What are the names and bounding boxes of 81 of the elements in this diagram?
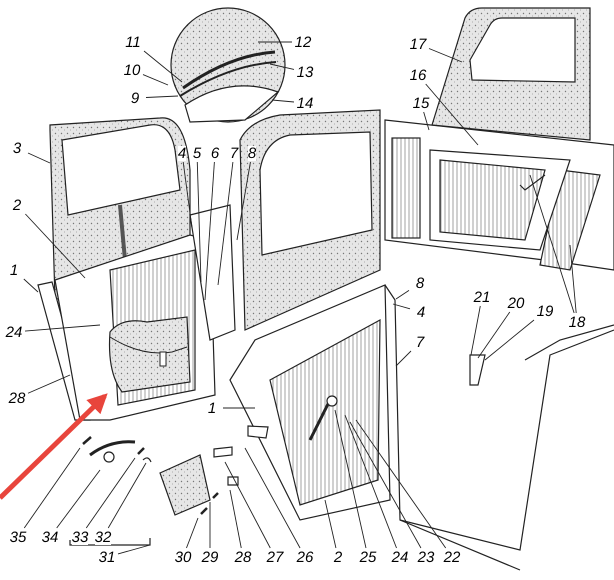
leader-line: [56, 470, 100, 528]
leader-line: [24, 324, 100, 332]
callout-number: 22: [444, 550, 460, 564]
leader-line: [224, 462, 271, 548]
leader-line: [324, 500, 336, 548]
callout-number: 6: [210, 146, 220, 160]
leader-line: [23, 278, 38, 292]
leader-line: [272, 100, 294, 102]
leader-line: [392, 304, 410, 310]
leader-line: [196, 162, 202, 282]
leader-line: [24, 214, 86, 278]
leader-line: [142, 74, 168, 86]
leader-line: [425, 84, 478, 146]
callout-number: 17: [410, 36, 426, 52]
callout-number: 21: [474, 290, 490, 304]
leader-line: [118, 544, 150, 554]
callout-number: 33: [72, 530, 88, 544]
callout-number: 27: [266, 550, 284, 564]
leader-line: [478, 312, 510, 358]
callout-number: 2: [334, 550, 342, 564]
callout-number: 23: [418, 550, 434, 564]
leader-line: [182, 162, 192, 228]
leader-line: [24, 448, 80, 528]
callout-number: 30: [174, 550, 192, 564]
leader-line: [230, 490, 242, 548]
callout-number: 28: [234, 550, 252, 564]
callout-number: 1: [208, 400, 216, 416]
leader-line: [244, 448, 300, 548]
leader-line: [270, 64, 294, 70]
callout-number: 18: [568, 314, 586, 330]
leader-line: [396, 290, 410, 300]
leader-line: [344, 414, 397, 548]
callout-number: 11: [125, 34, 141, 50]
leader-line: [334, 410, 366, 548]
leader-line: [356, 420, 446, 548]
callout-number: 7: [416, 334, 424, 350]
leader-line: [470, 306, 481, 356]
callout-number: 8: [416, 276, 424, 290]
callout-number: 35: [10, 530, 26, 544]
leader-line: [428, 48, 462, 62]
leader-line: [144, 50, 182, 82]
leader-line: [86, 458, 136, 528]
leader-line: [530, 174, 575, 314]
callout-number: 15: [412, 96, 430, 110]
arrow: [0, 393, 108, 500]
leader-line: [218, 162, 234, 286]
callout-number: 24: [6, 324, 22, 340]
leader-line: [396, 350, 412, 366]
callout-number: 13: [296, 64, 314, 80]
callout-number: 4: [416, 304, 426, 320]
leader-line: [423, 112, 430, 130]
callout-number: 20: [508, 296, 524, 310]
callout-number: 12: [294, 34, 312, 50]
callout-number: 5: [192, 146, 202, 160]
callout-number: 9: [130, 90, 140, 106]
callout-number: 14: [296, 96, 314, 110]
callout-number: 3: [12, 140, 22, 156]
callout-number: 10: [124, 62, 140, 78]
leader-line: [484, 320, 534, 360]
leader-line: [186, 518, 198, 548]
leader-line: [108, 462, 146, 528]
callout-number: 24: [392, 550, 408, 564]
callout-number: 7: [230, 146, 238, 160]
leader-line: [28, 374, 70, 394]
leader-line: [570, 244, 577, 314]
callout-number: 28: [8, 390, 26, 406]
callout-number: 1: [10, 262, 18, 278]
callout-number: 29: [202, 550, 218, 564]
callout-number: 26: [296, 550, 314, 564]
callout-number: 32: [94, 530, 112, 544]
leader-line: [146, 96, 178, 98]
callout-number: 34: [42, 530, 58, 544]
callout-number: 25: [360, 550, 376, 564]
callout-number: 16: [410, 68, 426, 82]
leader-line: [350, 422, 422, 548]
callout-number: 31: [98, 550, 116, 564]
leader-line: [28, 152, 50, 164]
callout-number: 19: [536, 304, 554, 318]
leader-line: [236, 162, 251, 240]
callout-number: 2: [12, 198, 22, 212]
leader-line: [204, 162, 215, 300]
